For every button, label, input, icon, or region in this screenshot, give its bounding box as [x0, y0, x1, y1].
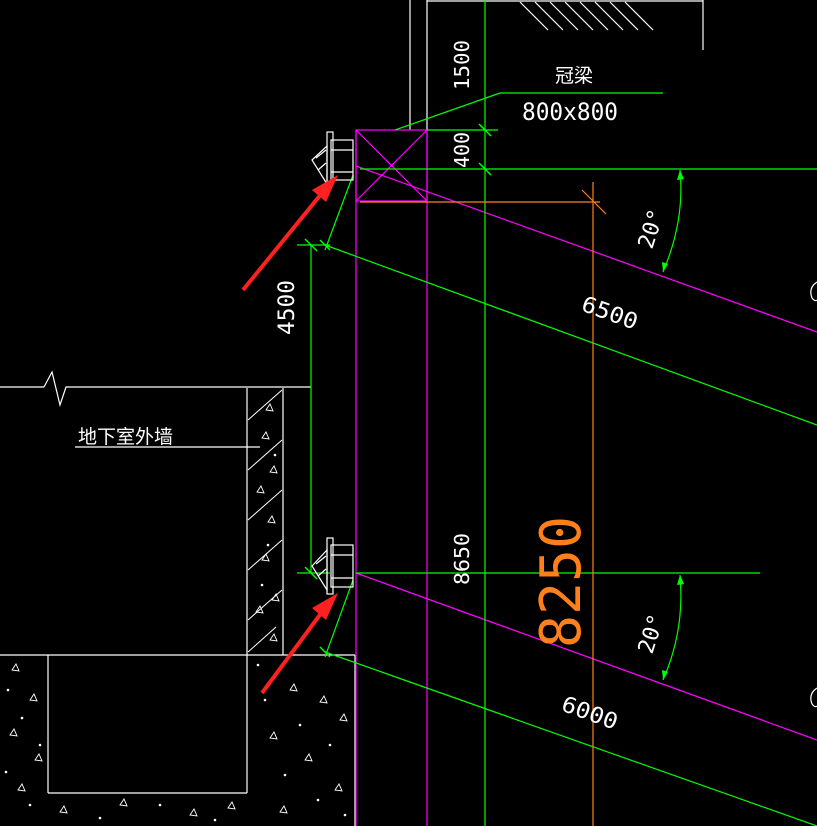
red-arrow-bottom: [260, 593, 338, 695]
angle-top: 20°: [634, 206, 670, 252]
anchor-length-top: 6500: [578, 292, 641, 335]
center-lines: [360, 182, 607, 826]
anchor-head-top: [311, 131, 354, 187]
dim-4500: 4500: [275, 280, 300, 335]
dimension-lines: [297, 0, 817, 826]
dim-8250: 8250: [529, 516, 594, 648]
dim-1500: 1500: [450, 40, 474, 90]
roof-hatch: [519, 1, 654, 31]
dimension-ticks: [304, 123, 492, 658]
concrete-fill: [9, 403, 348, 817]
crown-beam-size: 800x800: [522, 98, 618, 126]
red-arrow-top: [241, 175, 338, 292]
wall-hatch: [247, 389, 283, 653]
dim-400: 400: [450, 132, 474, 168]
anchor-head-bottom: [311, 537, 354, 595]
angle-bottom: 20°: [634, 611, 670, 657]
anchor-length-bottom: 6000: [558, 692, 621, 735]
pile-and-anchors: [355, 129, 817, 826]
structure-lines: [0, 0, 704, 826]
crown-beam-title: 冠梁: [555, 65, 593, 87]
dim-8650: 8650: [450, 533, 474, 585]
angle-arrows: [662, 170, 684, 680]
concrete-dots: [4, 453, 347, 822]
basement-wall-label: 地下室外墙: [78, 426, 173, 448]
